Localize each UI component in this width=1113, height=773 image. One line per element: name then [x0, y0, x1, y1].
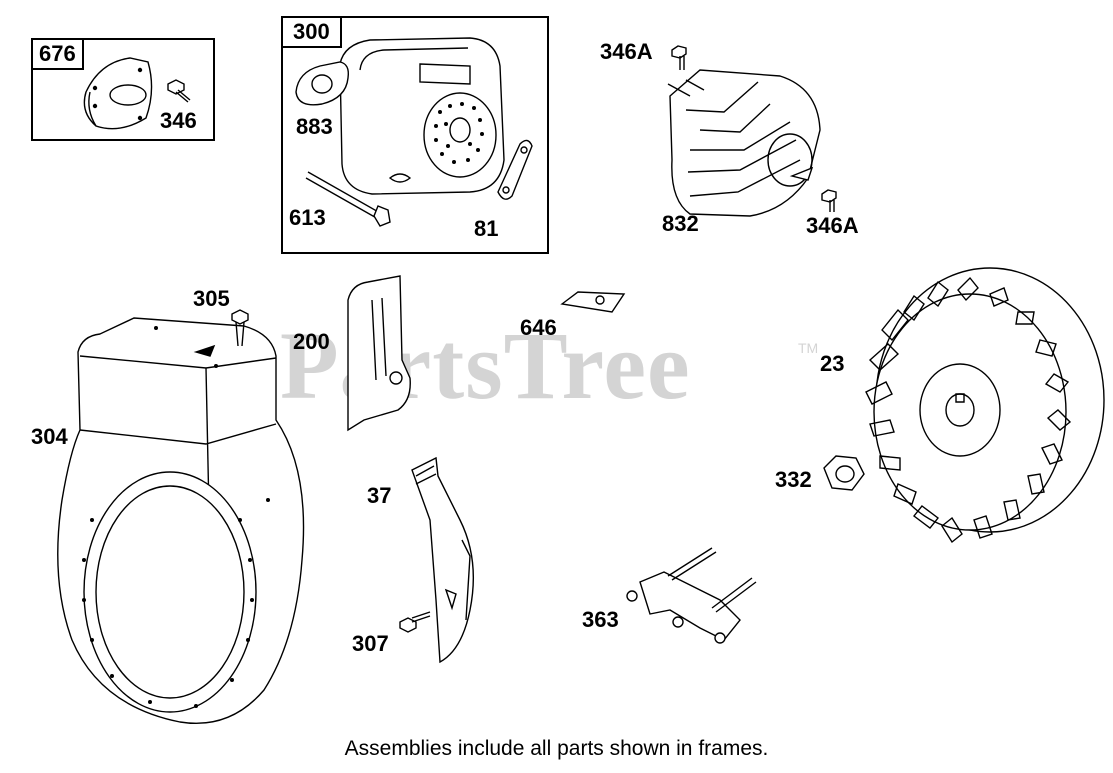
bracket-200-drawing: [348, 276, 410, 430]
callout-307[interactable]: 307: [352, 631, 389, 656]
muffler-drawing: [340, 38, 504, 194]
callout-200[interactable]: 200: [293, 329, 330, 354]
footer-note: Assemblies include all parts shown in fr…: [344, 737, 769, 760]
callout-305[interactable]: 305: [193, 286, 230, 311]
screw-346a-top-drawing: [672, 46, 686, 70]
frame-676-label: 676: [31, 38, 84, 71]
callout-646[interactable]: 646: [520, 315, 557, 340]
air-guide-37-drawing: [412, 458, 473, 662]
watermark-trademark: TM: [798, 340, 819, 356]
callout-613[interactable]: 613: [289, 205, 326, 230]
lock-plate-81-drawing: [498, 140, 532, 199]
callout-883[interactable]: 883: [296, 114, 333, 139]
guard-832-drawing: [668, 70, 820, 216]
screw-307-drawing: [400, 612, 430, 632]
callout-37[interactable]: 37: [367, 483, 392, 508]
flywheel-23-drawing: [866, 268, 1104, 542]
callout-346a-bottom[interactable]: 346A: [806, 213, 859, 238]
callout-81[interactable]: 81: [474, 216, 499, 241]
frame-300-label: 300: [281, 16, 342, 49]
plate-646-drawing: [562, 292, 624, 312]
callout-832[interactable]: 832: [662, 211, 699, 236]
callout-304[interactable]: 304: [31, 424, 68, 449]
callout-363[interactable]: 363: [582, 607, 619, 632]
muffler-guard-drawing: [84, 58, 151, 129]
gasket-883-drawing: [296, 62, 348, 105]
screw-346a-bottom-drawing: [822, 190, 836, 212]
bolt-613-drawing: [306, 172, 390, 226]
nut-332-drawing: [824, 456, 864, 490]
assembly-frame-300: 300: [281, 16, 549, 254]
bolt-305-drawing: [232, 310, 248, 346]
callout-346[interactable]: 346: [160, 108, 197, 133]
screw-346-drawing: [168, 80, 190, 102]
blower-housing-drawing: [58, 318, 304, 723]
callout-332[interactable]: 332: [775, 467, 812, 492]
armature-363-drawing: [627, 548, 756, 643]
callout-346a-top[interactable]: 346A: [600, 39, 653, 64]
assembly-frame-676: 676: [31, 38, 215, 141]
callout-23[interactable]: 23: [820, 351, 845, 376]
